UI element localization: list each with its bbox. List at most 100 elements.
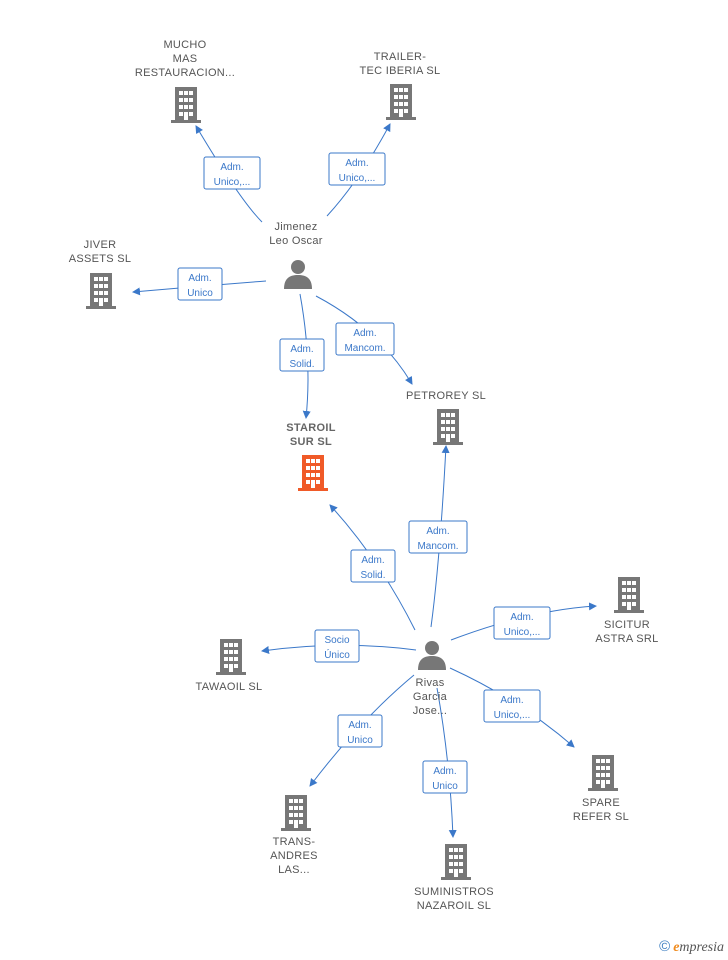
building-icon[interactable] — [281, 795, 311, 831]
edge-label-line: Unico,... — [494, 710, 531, 721]
node-label-line: ASSETS SL — [69, 253, 132, 265]
edge-label-box[interactable] — [422, 760, 468, 794]
node-label-line: JIVER — [84, 239, 117, 251]
node-label-line: Leo Oscar — [269, 235, 322, 247]
edge-label-line: Adm. — [348, 720, 371, 731]
edge-rivas-to-suministros: Adm. Unico — [422, 687, 468, 838]
edge-label-box[interactable] — [328, 152, 386, 186]
building-icon[interactable] — [588, 755, 618, 791]
edge-label-line: Adm. — [426, 526, 449, 537]
nodes-layer: MUCHO MAS RESTAURACION... TRAILER-TEC IBERI… — [69, 39, 659, 912]
node-label-line: SUR SL — [290, 436, 332, 448]
edge-label-line: Socio — [324, 635, 349, 646]
edge-label-line: Unico,... — [504, 627, 541, 638]
node-label-line: SICITUR — [604, 619, 650, 631]
node-label-line: SPARE — [582, 797, 620, 809]
edge-label-line: Mancom. — [344, 343, 385, 354]
edge-label-line: Solid. — [360, 570, 385, 581]
edge-rivas-to-transandres: Adm. Unico — [309, 674, 415, 787]
edge-rivas-to-spare: Adm. Unico,... — [449, 667, 575, 748]
edge-label-line: Mancom. — [417, 541, 458, 552]
node-label-line: ASTRA SRL — [595, 633, 658, 645]
node-spare[interactable]: SPARE REFER SL — [573, 755, 629, 823]
person-icon[interactable] — [418, 641, 446, 670]
edge-jimenez-to-jiver: Adm. Unico — [132, 267, 267, 301]
edge-rivas-to-petrorey: Adm. Mancom. — [408, 445, 468, 628]
node-label-line: REFER SL — [573, 811, 629, 823]
edge-label-line: Unico,... — [339, 173, 376, 184]
building-icon[interactable] — [441, 844, 471, 880]
node-jiver[interactable]: JIVER ASSETS SL — [69, 239, 132, 309]
edge-label-line: Unico — [432, 781, 458, 792]
node-suministros[interactable]: SUMINISTROS NAZAROIL SL — [414, 844, 494, 912]
edges-layer: Adm.Unico,...Adm.Unico,...Adm.UnicoAdm.S… — [132, 123, 597, 838]
node-label-line: MUCHO — [163, 39, 206, 51]
edge-label-line: Adm. — [353, 328, 376, 339]
edge-label-box[interactable] — [279, 338, 325, 372]
node-tawaoil[interactable]: TAWAOIL SL — [196, 639, 263, 693]
node-label-line: PETROREY SL — [406, 390, 486, 402]
person-icon[interactable] — [284, 260, 312, 289]
edge-label-line: Adm. — [220, 162, 243, 173]
edge-rivas-to-sicitur: Adm. Unico,... — [450, 602, 597, 641]
edge-label-line: Único — [324, 648, 350, 661]
edge-jimenez-to-staroil: Adm. Solid. — [279, 293, 325, 419]
edge-label-line: Adm. — [361, 555, 384, 566]
node-transandres[interactable]: TRANS- ANDRES LAS... — [270, 795, 318, 876]
node-label-line: TEC IBERIA SL — [360, 65, 441, 77]
node-label-line: LAS... — [278, 864, 310, 876]
node-label-line: Jimenez — [274, 221, 317, 233]
edge-label-line: Adm. — [345, 158, 368, 169]
edge-label-line: Adm. — [188, 273, 211, 284]
watermark: ©empresia — [659, 938, 724, 956]
node-label-line: TRANS- — [273, 836, 316, 848]
copyright-icon: © — [659, 938, 671, 955]
building-icon[interactable] — [386, 84, 416, 120]
edge-label-line: Adm. — [500, 695, 523, 706]
edge-label-line: Solid. — [289, 359, 314, 370]
building-icon[interactable] — [298, 455, 328, 491]
building-icon[interactable] — [433, 409, 463, 445]
edge-label-line: Adm. — [510, 612, 533, 623]
node-label-line: Jose... — [413, 705, 448, 717]
brand-initial: e — [673, 940, 680, 955]
edge-label-box[interactable] — [493, 606, 551, 640]
edge-label-line: Unico — [347, 735, 373, 746]
node-petrorey[interactable]: PETROREY SL — [406, 390, 486, 445]
node-label-line: MAS — [173, 53, 198, 65]
node-label-line: Rivas — [415, 677, 444, 689]
node-rivas[interactable]: RivasGarciaJose... — [413, 641, 448, 717]
building-icon[interactable] — [614, 577, 644, 613]
edge-label-box[interactable] — [314, 629, 360, 663]
node-label-line: ANDRES — [270, 850, 318, 862]
node-sicitur[interactable]: SICITUR ASTRA SRL — [595, 577, 658, 645]
building-icon[interactable] — [216, 639, 246, 675]
edge-label-box[interactable] — [408, 520, 468, 554]
node-label-line: RESTAURACION... — [135, 67, 235, 79]
node-trailer[interactable]: TRAILER-TEC IBERIA SL — [360, 51, 441, 120]
edge-jimenez-to-petrorey: Adm. Mancom. — [315, 295, 413, 385]
edge-label-box[interactable] — [337, 714, 383, 748]
building-icon[interactable] — [86, 273, 116, 309]
edge-jimenez-to-mucho: Adm. Unico,... — [195, 125, 263, 223]
edge-label-line: Adm. — [290, 344, 313, 355]
building-icon[interactable] — [171, 87, 201, 123]
edge-label-box[interactable] — [177, 267, 223, 301]
edge-label-box[interactable] — [483, 689, 541, 723]
edge-label-line: Unico — [187, 288, 213, 299]
node-mucho[interactable]: MUCHO MAS RESTAURACION... — [135, 39, 235, 123]
edge-label-box[interactable] — [335, 322, 395, 356]
edge-label-line: Unico,... — [214, 177, 251, 188]
node-label-line: NAZAROIL SL — [417, 900, 491, 912]
edge-label-line: Adm. — [433, 766, 456, 777]
node-label-line: SUMINISTROS — [414, 886, 494, 898]
edge-label-box[interactable] — [203, 156, 261, 190]
edge-jimenez-to-trailer: Adm. Unico,... — [326, 123, 391, 217]
brand-name: mpresia — [679, 940, 724, 955]
edge-label-box[interactable] — [350, 549, 396, 583]
